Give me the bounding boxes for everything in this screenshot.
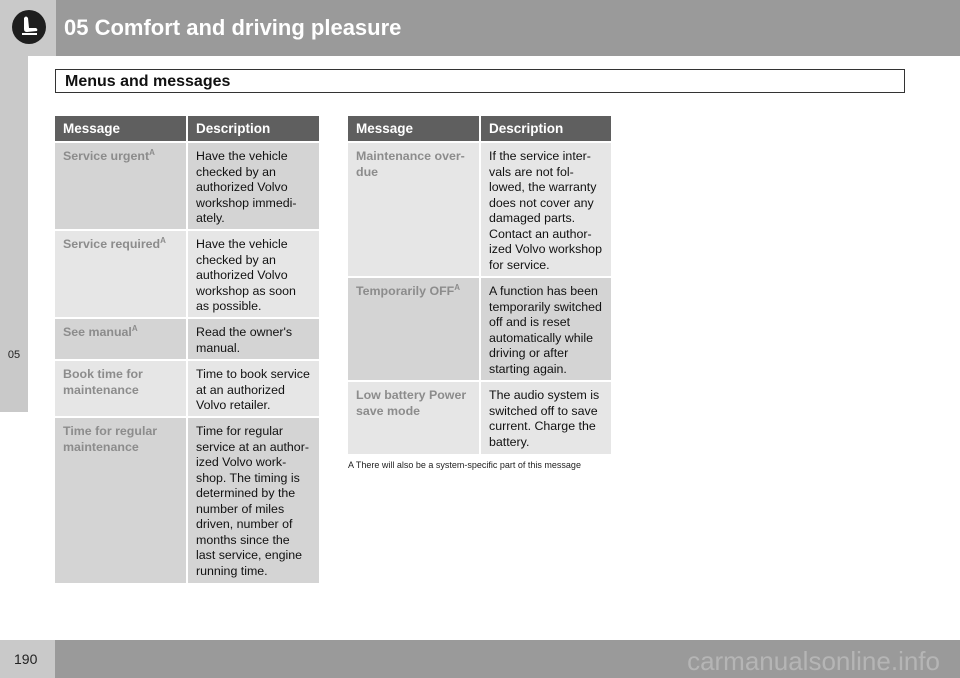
description-cell: Time to book service at an authorized Vo… xyxy=(187,359,319,417)
message-cell: Temporarily OFFA xyxy=(348,276,481,381)
message-cell: See manualA xyxy=(55,317,188,360)
message-cell: Service requiredA xyxy=(55,229,188,318)
page-footer: 190 carmanualsonline.info xyxy=(0,640,960,678)
description-cell: Have the vehicle checked by an authorize… xyxy=(187,141,319,230)
footnote-marker: A xyxy=(454,282,461,292)
table-row: Book time for maintenance Time to book s… xyxy=(55,359,319,417)
table-row: Maintenance over-due If the service inte… xyxy=(348,141,611,277)
footnote: A There will also be a system-specific p… xyxy=(348,460,581,470)
message-cell: Time for regular maintenance xyxy=(55,416,188,583)
description-cell: Read the owner's manual. xyxy=(187,317,319,360)
message-cell: Service urgentA xyxy=(55,141,188,230)
message-cell: Low battery Power save mode xyxy=(348,380,481,454)
chapter-title: 05 Comfort and driving pleasure xyxy=(64,15,402,40)
column-header-description: Description xyxy=(480,116,611,142)
chapter-icon-box xyxy=(0,0,56,56)
messages-table-right: Message Description Maintenance over-due… xyxy=(348,116,611,454)
message-text: Service required xyxy=(63,237,161,251)
page-header: 05 Comfort and driving pleasure xyxy=(0,0,960,56)
seat-icon xyxy=(12,10,46,44)
section-title: Menus and messages xyxy=(65,73,231,90)
page-number: 190 xyxy=(14,651,38,667)
message-cell: Book time for maintenance xyxy=(55,359,188,417)
table-row: Service urgentA Have the vehicle checked… xyxy=(55,141,319,230)
description-cell: If the service inter-vals are not fol-lo… xyxy=(480,141,611,277)
description-cell: The audio system is switched off to save… xyxy=(480,380,611,454)
message-text: Temporarily OFF xyxy=(356,284,455,298)
chapter-side-tab xyxy=(0,56,28,412)
page-number-box: 190 xyxy=(0,640,55,678)
message-text: See manual xyxy=(63,325,132,339)
footnote-marker: A xyxy=(160,235,166,245)
messages-table-left: Message Description Service urgentA Have… xyxy=(55,116,319,583)
message-cell: Maintenance over-due xyxy=(348,141,481,277)
chapter-tab-label: 05 xyxy=(7,349,21,361)
section-header: Menus and messages xyxy=(55,69,905,93)
column-header-message: Message xyxy=(55,116,188,142)
message-text: Service urgent xyxy=(63,149,150,163)
table-row: Temporarily OFFA A function has been tem… xyxy=(348,276,611,381)
column-header-description: Description xyxy=(187,116,319,142)
table-row: Service requiredA Have the vehicle check… xyxy=(55,229,319,318)
description-cell: Time for regular service at an author-iz… xyxy=(187,416,319,583)
footnote-marker: A xyxy=(348,460,354,470)
description-cell: Have the vehicle checked by an authorize… xyxy=(187,229,319,318)
watermark: carmanualsonline.info xyxy=(687,646,940,676)
table-row: See manualA Read the owner's manual. xyxy=(55,317,319,360)
column-header-message: Message xyxy=(348,116,481,142)
footnote-marker: A xyxy=(131,323,138,333)
footnote-marker: A xyxy=(149,147,155,157)
table-row: Low battery Power save mode The audio sy… xyxy=(348,380,611,454)
footnote-text: There will also be a system-specific par… xyxy=(355,460,581,470)
description-cell: A function has been temporarily switched… xyxy=(480,276,611,381)
table-row: Time for regular maintenance Time for re… xyxy=(55,416,319,583)
